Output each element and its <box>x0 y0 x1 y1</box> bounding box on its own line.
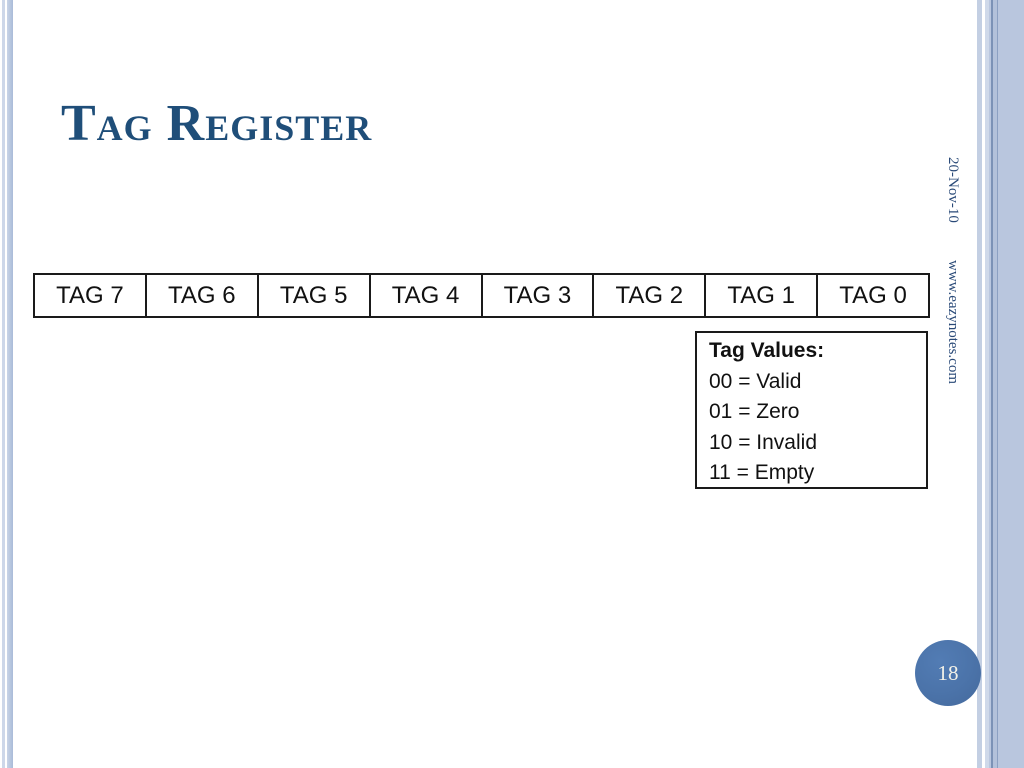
page-number: 18 <box>937 660 959 685</box>
left-edge-stripe-wide <box>7 0 13 768</box>
page-number-badge: 18 <box>915 640 981 706</box>
legend-item-valid: 00 = Valid <box>709 369 802 393</box>
register-cell-tag6: TAG 6 <box>144 273 259 318</box>
page-title: Tag Register <box>61 95 373 152</box>
register-cell-tag3: TAG 3 <box>480 273 595 318</box>
register-cell-tag7: TAG 7 <box>33 273 147 318</box>
legend-item-invalid: 10 = Invalid <box>709 430 817 454</box>
tag-register-row: TAG 7 TAG 6 TAG 5 TAG 4 TAG 3 TAG 2 TAG … <box>33 273 930 318</box>
right-edge-band <box>985 0 1024 768</box>
left-edge-stripe-thin <box>2 0 5 768</box>
legend-item-zero: 01 = Zero <box>709 400 800 423</box>
register-cell-tag4: TAG 4 <box>368 273 483 318</box>
right-edge-stripe-thin <box>977 0 982 768</box>
register-cell-tag1: TAG 1 <box>704 273 819 318</box>
sidebar-date: 20-Nov-10 <box>945 157 961 223</box>
tag-values-legend: Tag Values: 00 = Valid 01 = Zero 10 = In… <box>695 331 928 489</box>
register-cell-tag2: TAG 2 <box>592 273 707 318</box>
register-cell-tag5: TAG 5 <box>256 273 371 318</box>
legend-title: Tag Values: <box>709 339 825 362</box>
sidebar-website: www.eazynotes.com <box>945 260 961 384</box>
register-cell-tag0: TAG 0 <box>816 273 930 318</box>
legend-item-empty: 11 = Empty <box>709 461 815 484</box>
